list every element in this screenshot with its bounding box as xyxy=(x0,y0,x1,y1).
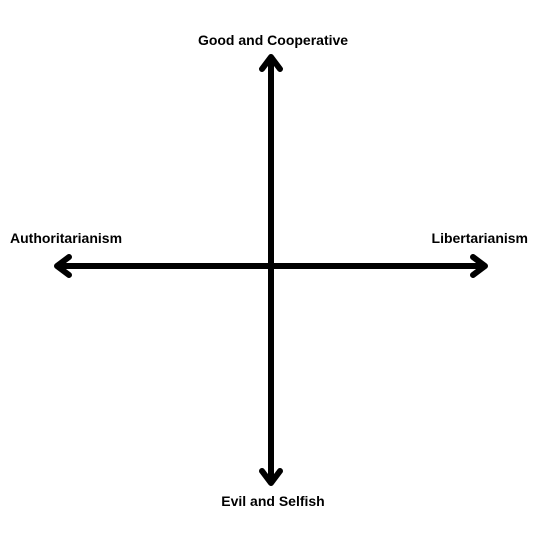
axis-label-right: Libertarianism xyxy=(431,230,528,246)
axis-label-bottom: Evil and Selfish xyxy=(221,493,325,509)
arrow-up-icon xyxy=(259,54,283,72)
axis-label-left: Authoritarianism xyxy=(10,230,123,246)
arrow-down-icon xyxy=(259,468,283,486)
axis-label-top: Good and Cooperative xyxy=(197,32,349,48)
arrow-left-icon xyxy=(54,254,72,278)
arrow-right-icon xyxy=(470,254,488,278)
